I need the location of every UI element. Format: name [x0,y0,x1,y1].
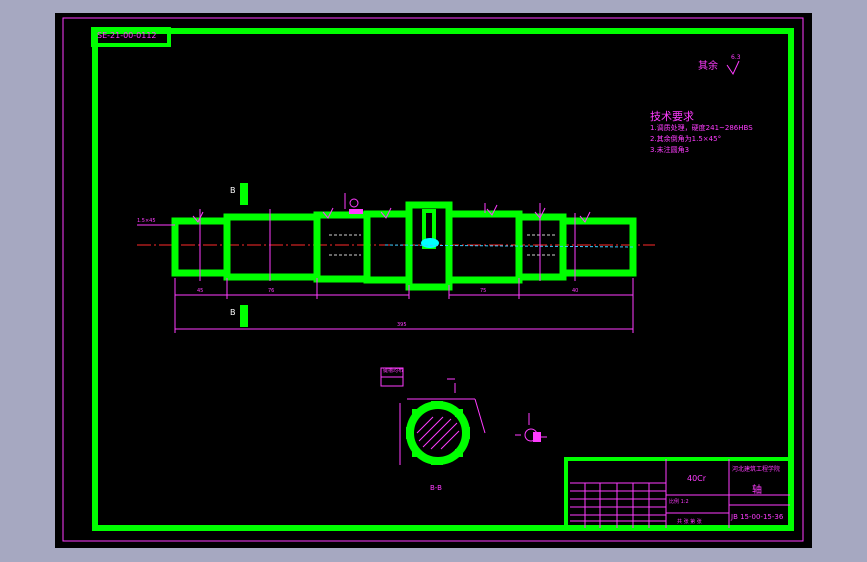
shaft-segment-1 [171,217,231,277]
shaft-segment-2 [223,213,321,281]
datum-circle [349,198,359,208]
drawing-canvas[interactable] [55,13,812,548]
drawing-number-label: JB 15-00-15-36 [731,513,784,521]
title-block [564,457,792,530]
center-hole [421,238,439,248]
school-label: 河北建筑工程学院 [732,466,781,473]
section-marker-bottom: B [230,308,236,317]
dim-total: 395 [397,322,407,328]
dimension-lines [137,193,634,333]
code-box-label: SE-21-00-0112 [97,31,157,40]
tech-item-2: 2.其余倒角为1.5×45° [650,135,722,143]
dim-right-2: 40 [572,288,579,294]
shaft-segment-4 [363,210,413,284]
chamfer-annotation: 1.5×45 [137,218,156,224]
roughness-symbols [192,60,740,223]
datum-block [349,209,363,214]
tech-item-3: 3.未注圆角3 [650,146,690,154]
keyway-detail [515,413,547,442]
section-marker-bottom-bar [240,305,248,327]
section-marker-top: B [230,186,236,195]
shaft-segment-5 [445,210,523,284]
section-marker-top-bar [240,183,248,205]
hidden-lines [329,234,636,256]
roughness-prefix: 其余 [698,61,718,72]
inner-frame [92,28,794,531]
keyway-note: 键槽均布 [383,368,404,374]
spline-teeth [406,401,470,465]
shaft-segment-3 [313,211,371,283]
scale-label: 比例 1:2 [669,499,689,505]
shaft-segment-6 [515,213,567,281]
section-hatch [416,416,460,450]
section-view-label: B-B [430,484,442,492]
material-label: 40Cr [687,474,707,483]
section-view [380,367,486,465]
shaft-segment-7 [559,217,637,277]
cad-viewport[interactable]: SE-21-00-0112 其余 6.3 技术要求 1.调质处理，硬度241~2… [55,13,812,548]
sheet-label: 共 张 第 张 [677,519,702,525]
outer-frame [62,17,804,542]
code-box [91,27,171,47]
shaft-body [171,201,637,291]
roughness-value: 6.3 [731,54,741,61]
tech-requirements-title: 技术要求 [650,110,694,123]
dim-left-2: 76 [268,288,275,294]
dim-left-1: 45 [197,288,204,294]
part-name-label: 轴 [752,485,762,496]
tech-item-1: 1.调质处理，硬度241~286HBS [650,124,753,132]
dim-right-1: 75 [480,288,487,294]
